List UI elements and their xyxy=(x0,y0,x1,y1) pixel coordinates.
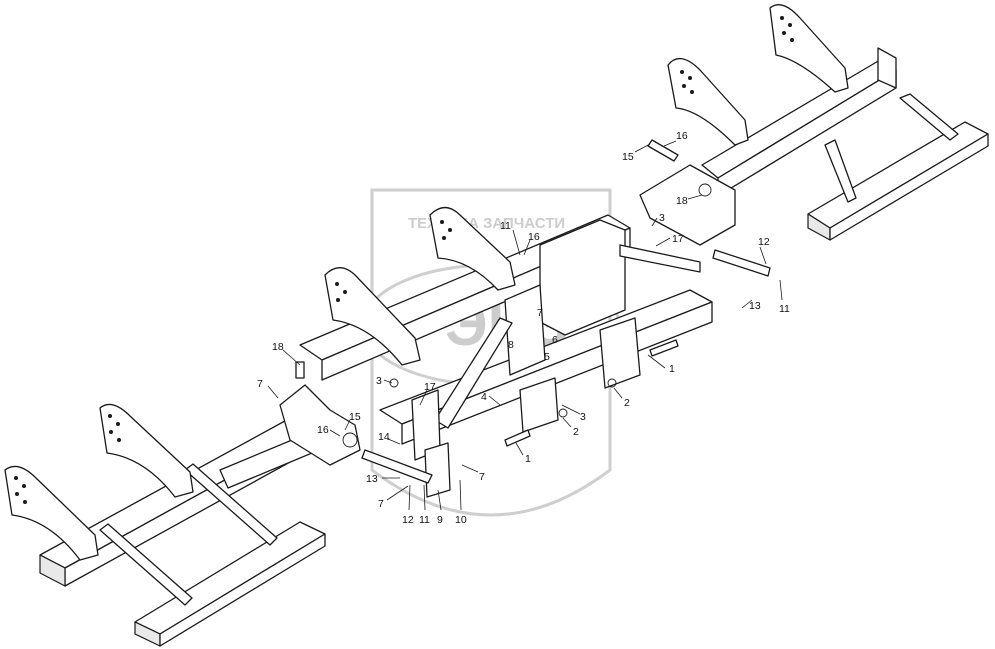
callout-3: 3 xyxy=(659,212,665,224)
callout-11: 11 xyxy=(419,514,430,526)
callout-12: 12 xyxy=(758,236,770,248)
callout-5: 5 xyxy=(544,351,550,363)
rear-right-frame xyxy=(639,4,989,246)
callout-15: 15 xyxy=(349,411,361,423)
callout-1: 1 xyxy=(669,363,675,375)
callout-18: 18 xyxy=(676,195,688,207)
callout-11: 11 xyxy=(779,303,790,315)
callout-7: 7 xyxy=(479,471,485,483)
front-left-frame xyxy=(4,361,361,647)
middle-assembly xyxy=(299,206,771,498)
callout-16: 16 xyxy=(528,231,540,243)
callout-18: 18 xyxy=(272,341,284,353)
callout-3: 3 xyxy=(580,411,586,423)
callout-8: 8 xyxy=(508,339,514,351)
callout-13: 13 xyxy=(749,300,761,312)
callout-1: 1 xyxy=(525,453,531,465)
callout-3: 3 xyxy=(376,375,382,387)
callout-10: 10 xyxy=(455,514,467,526)
callout-14: 14 xyxy=(378,431,390,443)
callout-2: 2 xyxy=(573,426,579,438)
callout-15: 15 xyxy=(622,151,634,163)
callout-13: 13 xyxy=(366,473,378,485)
callout-9: 9 xyxy=(437,514,443,526)
callout-16: 16 xyxy=(676,130,688,142)
callout-16: 16 xyxy=(317,424,329,436)
callouts: 16 15 18 3 17 12 13 11 11 16 7 6 8 5 1 2… xyxy=(257,130,790,526)
callout-12: 12 xyxy=(402,514,414,526)
callout-7: 7 xyxy=(257,378,263,390)
callout-7: 7 xyxy=(537,307,543,319)
callout-2: 2 xyxy=(624,397,630,409)
leader-lines xyxy=(267,140,783,511)
callout-4: 4 xyxy=(481,391,487,403)
callout-11: 11 xyxy=(500,220,511,232)
callout-7: 7 xyxy=(378,498,384,510)
callout-6: 6 xyxy=(552,334,558,346)
callout-17: 17 xyxy=(424,381,436,393)
callout-17: 17 xyxy=(672,233,684,245)
